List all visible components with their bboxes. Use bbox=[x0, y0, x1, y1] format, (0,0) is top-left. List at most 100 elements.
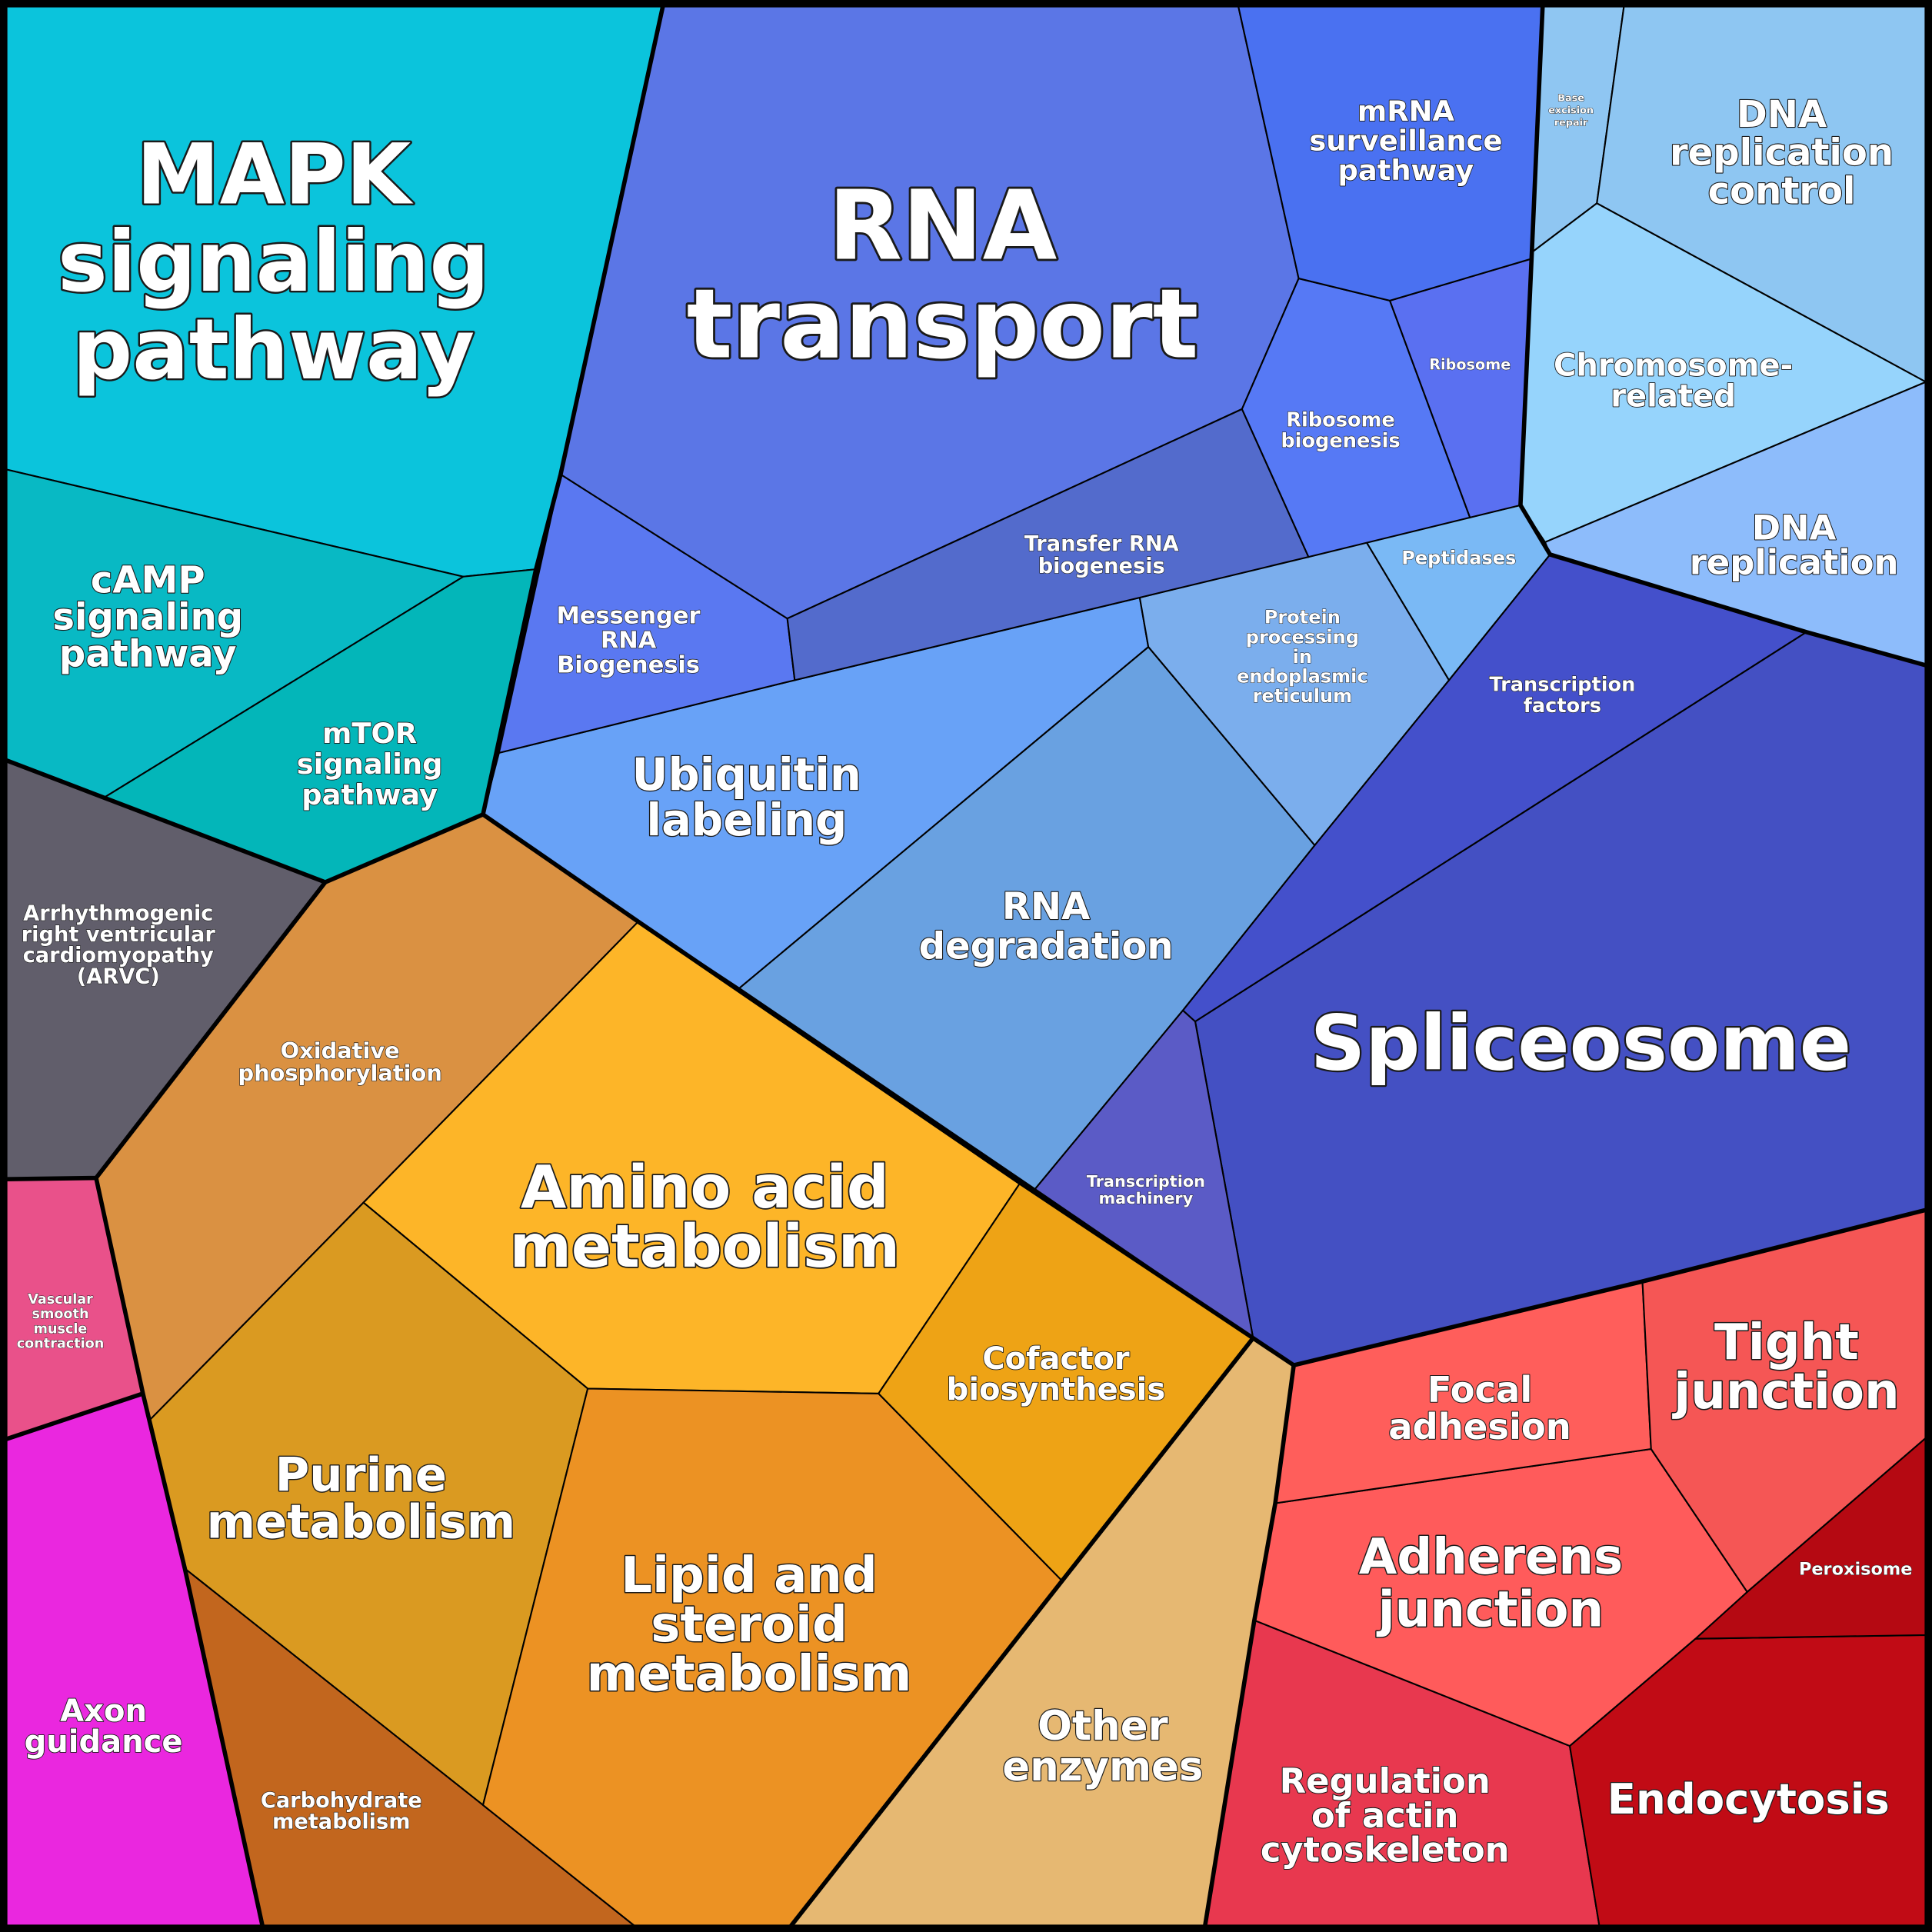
label-line: Base bbox=[1557, 92, 1584, 104]
label-line: Other bbox=[1038, 1703, 1168, 1750]
label-line: junction bbox=[1671, 1364, 1899, 1421]
label-line: excision bbox=[1548, 105, 1594, 116]
label-line: labeling bbox=[646, 794, 847, 846]
group-boundary bbox=[481, 812, 1295, 1367]
label-line: surveillance bbox=[1309, 124, 1502, 157]
label-line: Regulation bbox=[1280, 1760, 1491, 1801]
group-boundary bbox=[1518, 5, 1927, 668]
label-line: Adherens bbox=[1359, 1529, 1623, 1586]
label-line: cAMP bbox=[91, 559, 205, 602]
label-line: signaling bbox=[52, 596, 243, 639]
group-boundary bbox=[1293, 1208, 1927, 1367]
label-line: Carbohydrate bbox=[261, 1789, 422, 1813]
label-line: replication bbox=[1670, 132, 1894, 175]
label-line: Ribosome bbox=[1286, 408, 1394, 431]
label-line: steroid bbox=[651, 1597, 848, 1654]
label-line: pathway bbox=[1338, 154, 1474, 187]
label-line: RNA bbox=[1002, 885, 1090, 928]
label-line: right ventricular bbox=[22, 923, 216, 947]
label-line: metabolism bbox=[272, 1810, 411, 1834]
label-line: Biogenesis bbox=[557, 652, 700, 679]
label-line: Protein bbox=[1264, 607, 1341, 628]
label-line: Tight bbox=[1714, 1314, 1859, 1371]
label-line: Arrhythmogenic bbox=[23, 902, 213, 926]
label-line: processing bbox=[1246, 626, 1359, 648]
label-line: metabolism bbox=[587, 1646, 912, 1703]
label-line: factors bbox=[1524, 695, 1601, 718]
label-line: metabolism bbox=[207, 1494, 516, 1549]
label-line: degradation bbox=[919, 924, 1174, 968]
label-ribosome: Ribosome bbox=[1429, 356, 1511, 374]
label-line: smooth bbox=[32, 1307, 89, 1322]
label-line: pathway bbox=[59, 633, 237, 676]
label-line: biogenesis bbox=[1281, 430, 1400, 453]
label-line: endoplasmic bbox=[1237, 666, 1368, 688]
label-line: Endocytosis bbox=[1607, 1774, 1890, 1824]
label-line: signaling bbox=[297, 748, 443, 781]
label-line: Ubiquitin bbox=[632, 748, 861, 801]
label-line: Axon bbox=[60, 1694, 147, 1729]
group-boundary bbox=[5, 1391, 144, 1441]
label-line: control bbox=[1708, 169, 1856, 212]
label-line: MAPK bbox=[136, 125, 414, 223]
label-line: guidance bbox=[25, 1724, 183, 1760]
label-line: RNA bbox=[828, 170, 1058, 281]
label-line: junction bbox=[1376, 1582, 1604, 1639]
label-line: repair bbox=[1554, 117, 1588, 128]
label-line: pathway bbox=[72, 301, 475, 398]
label-line: signaling bbox=[58, 213, 489, 311]
label-line: machinery bbox=[1098, 1189, 1193, 1208]
label-line: Focal bbox=[1427, 1369, 1533, 1411]
label-line: Transfer RNA bbox=[1024, 532, 1179, 556]
label-line: Vascular bbox=[28, 1292, 93, 1307]
label-line: transport bbox=[687, 269, 1199, 381]
label-line: Messenger bbox=[557, 603, 701, 630]
label-line: Spliceosome bbox=[1311, 1000, 1851, 1088]
label-line: muscle bbox=[34, 1321, 88, 1337]
label-line: Amino acid bbox=[521, 1154, 889, 1222]
label-chromosome: Chromosome-related bbox=[1554, 348, 1793, 415]
label-line: RNA bbox=[601, 628, 657, 655]
label-line: metabolism bbox=[510, 1213, 900, 1281]
label-line: Lipid and bbox=[621, 1547, 878, 1604]
label-line: Chromosome- bbox=[1554, 348, 1793, 384]
label-line: replication bbox=[1690, 542, 1899, 583]
label-line: phosphorylation bbox=[238, 1060, 441, 1086]
label-line: DNA bbox=[1737, 93, 1827, 136]
label-line: (ARVC) bbox=[77, 964, 160, 988]
label-peroxisome: Peroxisome bbox=[1799, 1559, 1912, 1579]
label-line: Oxidative bbox=[281, 1038, 400, 1064]
label-peptidases: Peptidases bbox=[1401, 548, 1516, 569]
label-line: biosynthesis bbox=[947, 1372, 1166, 1407]
label-line: Ribosome bbox=[1429, 356, 1511, 374]
label-line: Transcription bbox=[1087, 1172, 1205, 1191]
label-spliceosome: Spliceosome bbox=[1311, 1000, 1851, 1088]
cell-transfer[interactable] bbox=[786, 408, 1310, 681]
label-line: contraction bbox=[17, 1337, 105, 1352]
label-line: related bbox=[1611, 379, 1736, 415]
label-line: adhesion bbox=[1388, 1406, 1571, 1447]
group-boundary bbox=[1203, 1364, 1296, 1927]
label-line: Transcription bbox=[1489, 674, 1635, 697]
label-line: Peroxisome bbox=[1799, 1559, 1912, 1579]
